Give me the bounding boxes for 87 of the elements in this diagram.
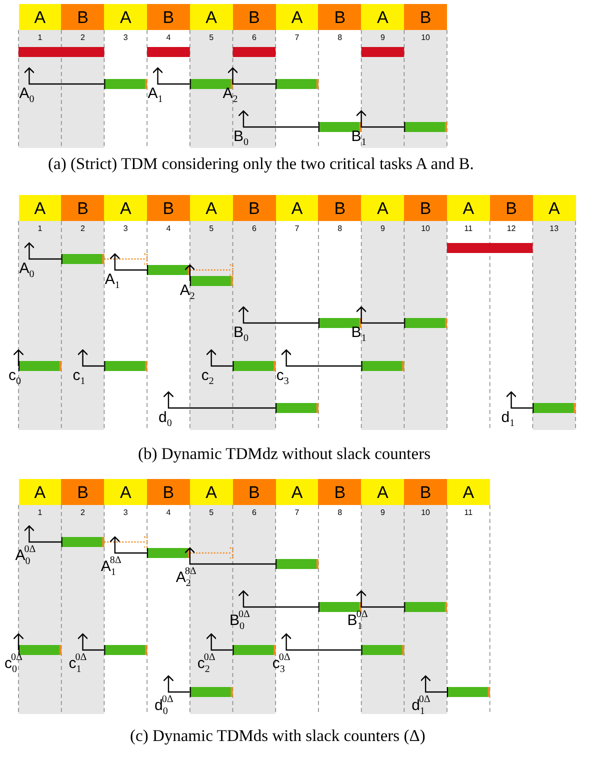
job-label: c$_{3}$ xyxy=(276,368,289,387)
job-label: c$_{2}$ xyxy=(201,368,214,387)
slot-header: A xyxy=(18,479,62,505)
slot-number: 8 xyxy=(336,509,344,517)
slot-header: B xyxy=(404,195,447,221)
job-label: B$_{1}$ xyxy=(351,325,366,344)
slot-header: A xyxy=(190,479,233,505)
slot-number: 3 xyxy=(122,225,129,233)
slot-number: 9 xyxy=(379,34,386,42)
slot-header: A xyxy=(361,4,404,30)
slot-number: 10 xyxy=(420,225,432,233)
slot-header: B xyxy=(147,195,190,221)
slot-header: A xyxy=(361,479,404,505)
job-label: A$_{1}$ xyxy=(104,272,120,291)
slot-header: B xyxy=(318,479,362,505)
job-label: A$_{1}$ xyxy=(148,86,163,105)
slot-number: 4 xyxy=(165,509,172,517)
slot-number: 10 xyxy=(420,509,432,517)
slot-number: 3 xyxy=(122,34,129,42)
job-label: A$_{0}$ xyxy=(19,86,34,105)
job-label: B$_{1}$ xyxy=(351,129,366,148)
slot-header: B xyxy=(232,4,276,30)
slot-number: 8 xyxy=(336,225,344,233)
slot-number: 6 xyxy=(250,34,258,42)
slot-header: B xyxy=(61,479,104,505)
slot-number: 11 xyxy=(463,225,474,233)
slot-number: 2 xyxy=(80,34,86,42)
slot-header: A xyxy=(104,195,148,221)
slot-header: A xyxy=(447,479,490,505)
slot-header: B xyxy=(318,4,362,30)
slot-header: B xyxy=(490,195,533,221)
slot-header: A xyxy=(276,195,318,221)
slot-header: A xyxy=(18,195,62,221)
slot-number: 1 xyxy=(36,34,44,42)
slot-header: B xyxy=(147,479,190,505)
slot-number: 9 xyxy=(379,509,386,517)
slot-header: B xyxy=(404,479,447,505)
slot-header: B xyxy=(61,195,104,221)
slot-number: 11 xyxy=(463,509,474,517)
slot-number: 10 xyxy=(420,34,432,42)
job-label: A$_{2}$ xyxy=(180,283,195,302)
figure-caption: (c) Dynamic TDMds with slack counters (Δ) xyxy=(130,728,426,744)
figure-caption: (a) (Strict) TDM considering only the two critical tasks A and B. xyxy=(48,156,474,172)
slot-number: 2 xyxy=(80,509,86,517)
job-label: c$_{0}$ xyxy=(8,368,21,387)
slot-header: B xyxy=(318,195,362,221)
slot-number: 9 xyxy=(379,225,386,233)
slot-number: 5 xyxy=(208,225,215,233)
slot-number: 1 xyxy=(36,509,44,517)
slot-number: 3 xyxy=(122,509,129,517)
slot-header: B xyxy=(61,4,104,30)
slot-number: 5 xyxy=(208,34,215,42)
slot-header: A xyxy=(361,195,404,221)
slot-number: 12 xyxy=(506,225,517,233)
slot-header: A xyxy=(190,4,233,30)
slot-header: A xyxy=(104,4,148,30)
slot-number: 7 xyxy=(294,225,300,233)
slot-number: 4 xyxy=(165,225,172,233)
slot-number: 1 xyxy=(36,225,44,233)
job-label: d$_{0}$ xyxy=(158,410,172,429)
slot-header: A xyxy=(190,195,233,221)
slot-header: A xyxy=(18,4,62,30)
job-label: c$_{1}$ xyxy=(72,368,86,387)
slot-number: 13 xyxy=(548,225,560,233)
slot-header: A xyxy=(276,4,318,30)
slot-number: 2 xyxy=(80,225,86,233)
slot-number: 6 xyxy=(250,509,258,517)
job-label: A$_{2}$ xyxy=(222,86,238,105)
slot-number: 6 xyxy=(250,225,258,233)
slot-header: A xyxy=(447,195,490,221)
slot-header: B xyxy=(147,4,190,30)
job-label: A$_{0}$ xyxy=(19,261,34,280)
slot-number: 5 xyxy=(208,509,215,517)
slot-header: B xyxy=(404,4,447,30)
job-label: d$_{1}$ xyxy=(501,410,515,429)
slot-header: A xyxy=(104,479,148,505)
slot-number: 7 xyxy=(294,509,300,517)
slot-number: 8 xyxy=(336,34,344,42)
job-label: B$_{0}$ xyxy=(233,129,248,148)
slot-header: A xyxy=(532,195,576,221)
job-label: B$_{0}$ xyxy=(233,325,248,344)
slot-header: B xyxy=(232,195,276,221)
slot-number: 4 xyxy=(165,34,172,42)
slot-header: B xyxy=(232,479,276,505)
figure-caption: (b) Dynamic TDMdz without slack counters xyxy=(138,446,431,462)
slot-header: A xyxy=(276,479,318,505)
slot-number: 7 xyxy=(294,34,300,42)
